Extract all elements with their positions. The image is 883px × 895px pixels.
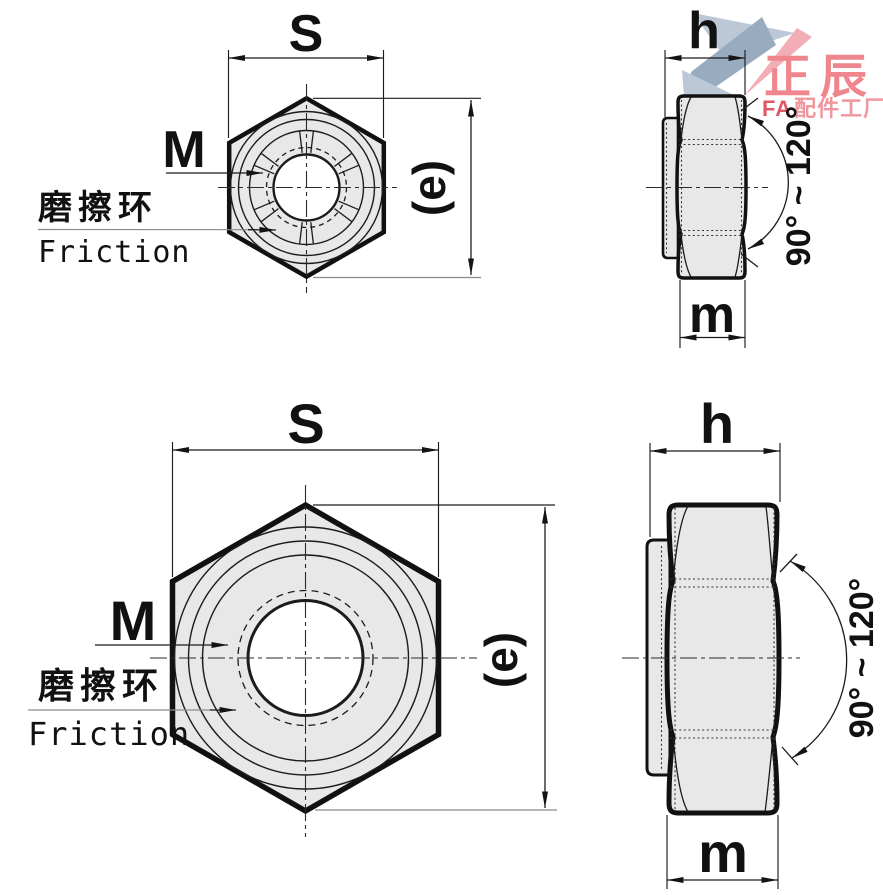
logo-subtitle-rest: 配件工厂 [794, 96, 883, 121]
angle-tick [740, 253, 759, 268]
logo-subtitle: FA配件工厂 [762, 96, 883, 121]
thread-label-m: M [110, 589, 157, 652]
angle-arc [747, 115, 789, 250]
logo-subtitle-fa: FA [762, 96, 792, 121]
angle-tick [740, 97, 759, 112]
friction-ring-label-en: Friction [28, 715, 190, 753]
chamfer-curves [680, 96, 743, 278]
dim-label-s: S [287, 392, 324, 455]
thread-label-m: M [162, 121, 205, 179]
side-view-top: h 90° ~ 120° m [646, 2, 818, 348]
angle-label: 90° ~ 120° [843, 578, 881, 739]
nut-body-side [664, 502, 782, 816]
thread-dashed-circle [237, 589, 374, 727]
dim-label-s: S [289, 5, 324, 63]
friction-ring-slots [253, 130, 360, 245]
logo-swoosh-icon [744, 28, 812, 96]
angle-tick [781, 746, 799, 766]
logo-name: 正辰 [764, 50, 876, 103]
hidden-hex-edges [679, 100, 744, 274]
dim-label-h: h [688, 2, 720, 60]
friction-ring-label-cn: 磨擦环 [38, 665, 164, 706]
angle-tick [779, 553, 798, 573]
side-view-bottom: h 90° ~ 120° m [622, 392, 881, 889]
angle-label: 90° ~ 120° [780, 106, 818, 267]
angle-arc [789, 560, 848, 759]
front-view-top: S (e) M 磨擦环 Friction [37, 5, 481, 293]
dim-label-m: m [689, 286, 735, 344]
dim-label-m: m [698, 821, 748, 884]
chamfer-curves [672, 505, 774, 813]
front-view-bottom: S (e) M 磨擦环 Friction [28, 392, 557, 837]
friction-ring-label-en: Friction [38, 235, 191, 270]
dim-label-e: (e) [403, 160, 455, 216]
friction-ring-label-cn: 磨擦环 [38, 189, 158, 227]
dim-label-e: (e) [475, 632, 527, 688]
dim-label-h: h [700, 392, 734, 455]
hidden-hex-edges [670, 508, 776, 810]
